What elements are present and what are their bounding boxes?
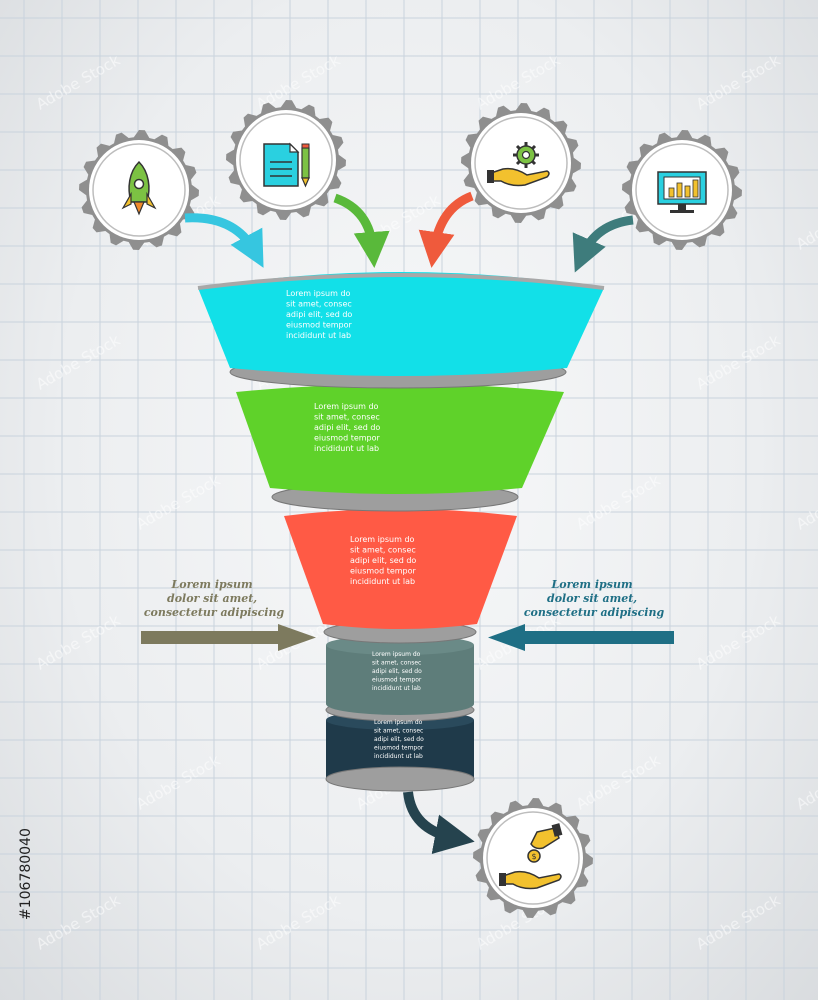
watermark-text: Adobe Stock (693, 331, 783, 394)
gear-badge-coin-hands: $ (473, 798, 593, 918)
funnel-segment-3 (284, 509, 517, 629)
watermark-text: Adobe Stock (573, 751, 663, 814)
stock-id: #106780040 (18, 828, 34, 920)
watermark-text: Adobe Stock (693, 891, 783, 954)
funnel-segment-4-text: Lorem ipsum do sit amet, consec adipi el… (372, 651, 424, 692)
rocket-icon (121, 160, 157, 216)
arrow-monitor-to-funnel (572, 215, 634, 273)
arrow-rocket-to-funnel (184, 213, 264, 268)
gear-in-hand-icon (487, 142, 550, 187)
gear-badge-document (226, 100, 346, 220)
arrow-gear-to-funnel (418, 191, 474, 268)
watermark-text: Adobe Stock (793, 471, 818, 534)
watermark-text: Adobe Stock (793, 751, 818, 814)
arrow-document-to-funnel (333, 193, 390, 268)
watermark-text: Adobe Stock (133, 471, 223, 534)
funnel-segment-5-text: Lorem ipsum do sit amet, consec adipi el… (374, 719, 426, 760)
watermark-text: Adobe Stock (33, 891, 123, 954)
watermark-text: Adobe Stock (33, 51, 123, 114)
side-text-right: Lorem ipsum dolor sit amet, consectetur … (524, 578, 665, 619)
gear-badge-gear-hand (461, 103, 581, 223)
watermark-text: Adobe Stock (573, 471, 663, 534)
watermark-text: Adobe Stock (693, 51, 783, 114)
funnel-segment-2 (236, 384, 564, 494)
funnel-segment-1 (197, 272, 605, 376)
gear-badge-rocket (79, 130, 199, 250)
gear-badge-monitor (622, 130, 742, 250)
coin-hands-icon: $ (499, 823, 563, 890)
arrow-funnel-to-result (403, 791, 475, 854)
funnel-segment-1-text: Lorem ipsum do sit amet, consec adipi el… (286, 289, 355, 340)
watermark-text: Adobe Stock (33, 331, 123, 394)
svg-text:$: $ (531, 852, 536, 861)
monitor-chart-icon (657, 171, 707, 213)
funnel-segment-4 (326, 635, 474, 715)
watermark-text: Adobe Stock (253, 891, 343, 954)
document-pencil-icon (263, 142, 310, 188)
side-arrow-left (141, 624, 316, 651)
watermark-text: Adobe Stock (133, 751, 223, 814)
funnel-segment-2-text: Lorem ipsum do sit amet, consec adipi el… (314, 402, 383, 453)
side-arrow-right (488, 624, 674, 651)
funnel-segment-3-text: Lorem ipsum do sit amet, consec adipi el… (350, 535, 419, 586)
watermark-text: Adobe Stock (793, 191, 818, 254)
funnel: Lorem ipsum do sit amet, consec adipi el… (197, 272, 605, 792)
side-text-left: Lorem ipsum dolor sit amet, consectetur … (144, 578, 285, 619)
